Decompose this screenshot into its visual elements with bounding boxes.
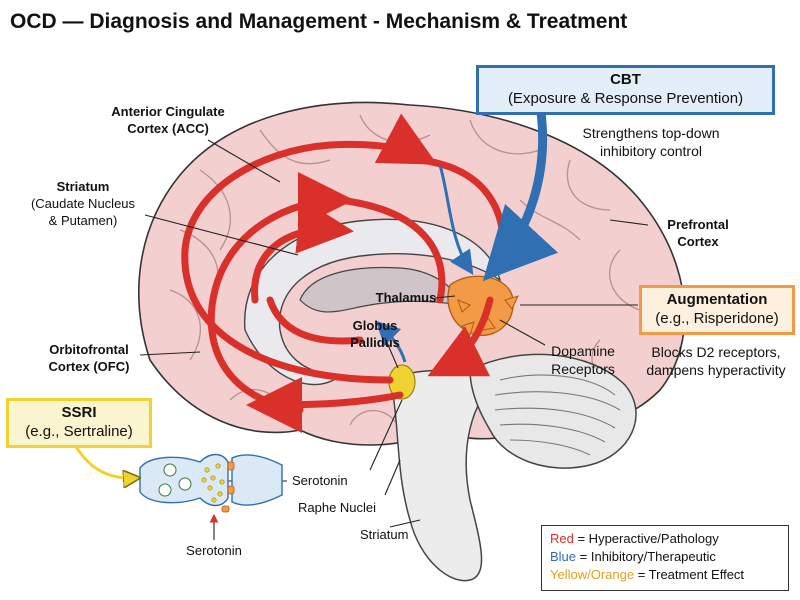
label-thalamus: Thalamus: [375, 290, 437, 305]
label-pfc-line-2: Cortex: [677, 234, 719, 249]
synapse-illustration: [73, 444, 283, 540]
legend-yellow-text: = Treatment Effect: [634, 567, 745, 582]
legend-red-word: Red: [550, 531, 574, 546]
legend-box: Red = Hyperactive/Pathology Blue = Inhib…: [541, 525, 789, 591]
cerebellum-folia: [494, 374, 621, 456]
legend-row-blue: Blue = Inhibitory/Therapeutic: [550, 548, 788, 566]
ssri-subtitle: (e.g., Sertraline): [25, 423, 133, 440]
label-striatum-line-3: & Putamen): [48, 213, 118, 228]
label-ofc-line-1: Orbitofrontal: [49, 342, 129, 357]
ssri-heading: SSRI: [61, 404, 97, 421]
label-ofc-line-2: Cortex (OFC): [48, 359, 130, 374]
legend-red-text: = Hyperactive/Pathology: [573, 531, 719, 546]
label-striatum-line-1: Striatum: [56, 179, 110, 194]
cbt-box: CBT (Exposure & Response Prevention): [476, 65, 775, 115]
cbt-top-down-arrow: [482, 100, 559, 282]
augmentation-note-line-2: dampens hyperactivity: [646, 362, 786, 378]
legend-row-yellow: Yellow/Orange = Treatment Effect: [550, 566, 788, 584]
serotonin-particles: [201, 463, 225, 503]
cbt-heading: CBT: [610, 71, 641, 88]
receptor-marks: [221, 461, 235, 513]
label-serotonin-bottom: Serotonin: [186, 543, 242, 558]
cbt-note-line-1: Strengthens top-down: [582, 125, 720, 141]
postsynaptic-terminal: [231, 454, 283, 506]
vesicles: [158, 463, 192, 497]
cbt-note-line-2: inhibitory control: [600, 143, 702, 159]
blue-inhibitory-thin-arrow: [438, 164, 474, 275]
label-striatum-bottom: Striatum: [360, 527, 409, 542]
label-striatum-line-2: (Caudate Nucleus: [30, 196, 136, 211]
label-dopamine-line-1: Dopamine: [551, 343, 615, 359]
label-globus-pallidus-line-1: Globus: [352, 318, 398, 333]
cbt-subtitle: (Exposure & Response Prevention): [507, 90, 744, 107]
legend-row-red: Red = Hyperactive/Pathology: [550, 530, 788, 548]
ssri-arrow: [73, 444, 138, 478]
page-title: OCD — Diagnosis and Management - Mechani…: [10, 10, 628, 33]
red-hyperactive-loops: [181, 113, 507, 433]
ssri-box: SSRI (e.g., Sertraline): [6, 398, 152, 448]
label-raphe-nuclei: Raphe Nuclei: [298, 500, 377, 515]
label-dopamine-line-2: Receptors: [551, 361, 615, 377]
label-pfc-line-1: Prefrontal: [667, 217, 729, 232]
legend-yellow-word: Yellow/Orange: [550, 567, 635, 582]
augmentation-note-line-1: Blocks D2 receptors,: [651, 344, 781, 360]
label-acc-line-1: Anterior Cingulate: [111, 104, 225, 119]
augmentation-subtitle: (e.g., Risperidone): [655, 310, 779, 327]
label-acc-line-2: Cortex (ACC): [127, 121, 209, 136]
blue-gp-arrow: [375, 320, 407, 363]
legend-blue-word: Blue: [550, 549, 577, 564]
legend-blue-text: = Inhibitory/Therapeutic: [576, 549, 716, 564]
label-globus-pallidus-line-2: Pallidus: [350, 335, 400, 350]
augmentation-heading: Augmentation: [666, 291, 768, 308]
augmentation-box: Augmentation (e.g., Risperidone): [639, 285, 795, 335]
label-serotonin-right: Serotonin: [292, 473, 348, 488]
